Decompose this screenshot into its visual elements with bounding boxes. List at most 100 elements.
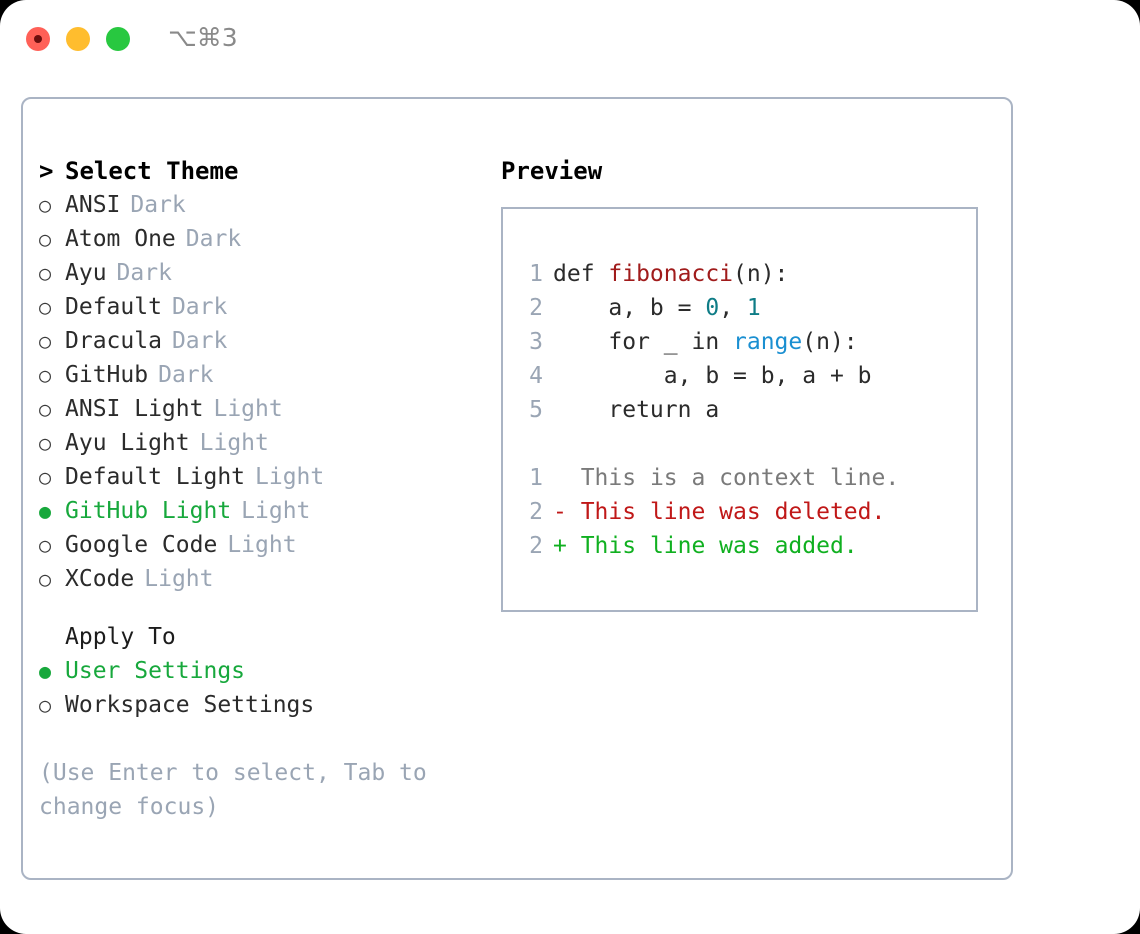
radio-unselected-icon: ○ bbox=[39, 329, 52, 353]
preview-heading: Preview bbox=[501, 157, 603, 185]
code-token: return a bbox=[553, 397, 720, 423]
theme-item-label: Default Light bbox=[65, 464, 246, 490]
line-number: 4 bbox=[529, 363, 543, 389]
diff-line: 2 + This line was added. bbox=[517, 529, 899, 563]
code-line: 1 def fibonacci(n): bbox=[517, 257, 899, 291]
theme-item-label: Default bbox=[65, 294, 162, 320]
theme-list-item[interactable]: ○ GitHub Dark bbox=[39, 358, 489, 392]
diff-text: This line was added. bbox=[566, 533, 858, 559]
radio-unselected-icon: ○ bbox=[39, 227, 52, 251]
code-token: a, b = b, a + b bbox=[553, 363, 872, 389]
recording-indicator-dot bbox=[34, 35, 42, 43]
keyboard-shortcut-label: ⌥⌘3 bbox=[168, 23, 238, 52]
radio-unselected-icon: ○ bbox=[39, 363, 52, 387]
line-number: 2 bbox=[529, 533, 543, 559]
theme-item-label: GitHub bbox=[65, 362, 149, 388]
radio-unselected-icon: ○ bbox=[39, 193, 52, 217]
diff-line: 2- This line was deleted. bbox=[517, 495, 899, 529]
title-bar: ⌥⌘3 bbox=[0, 0, 1140, 78]
theme-item-variant-tag: Dark bbox=[185, 226, 242, 252]
theme-item-label: ANSI bbox=[65, 192, 121, 218]
apply-to-option-label: Workspace Settings bbox=[65, 692, 315, 718]
theme-item-variant-tag: Dark bbox=[171, 294, 228, 320]
spacer bbox=[39, 596, 489, 620]
theme-item-variant-tag: Dark bbox=[116, 260, 172, 286]
code-token: (n): bbox=[733, 261, 789, 287]
radio-unselected-icon: ○ bbox=[39, 295, 52, 319]
theme-list-item[interactable]: ○ Atom One Dark bbox=[39, 222, 489, 256]
minimize-window-button[interactable] bbox=[66, 27, 90, 51]
theme-list-item[interactable]: ○ Default Dark bbox=[39, 290, 489, 324]
code-token: (n): bbox=[802, 329, 858, 355]
apply-to-option[interactable]: ○ Workspace Settings bbox=[39, 688, 489, 722]
spacer bbox=[39, 722, 489, 756]
apply-to-heading: Apply To bbox=[65, 624, 176, 650]
radio-unselected-icon: ○ bbox=[39, 465, 52, 489]
select-theme-title: Select Theme bbox=[65, 157, 239, 185]
code-line: 5 return a bbox=[517, 393, 899, 427]
theme-item-label: Atom One bbox=[65, 226, 176, 252]
theme-item-label: GitHub Light bbox=[65, 498, 232, 524]
selection-caret-icon: > bbox=[39, 157, 54, 185]
apply-to-list: ● User Settings ○ Workspace Settings bbox=[39, 654, 489, 722]
diff-text: This line was deleted. bbox=[566, 499, 886, 525]
theme-item-label: Google Code bbox=[65, 532, 218, 558]
theme-item-label: ANSI Light bbox=[65, 396, 204, 422]
code-token: 0 bbox=[705, 295, 720, 321]
select-theme-heading: > Select Theme bbox=[39, 154, 489, 188]
line-number: 2 bbox=[529, 295, 543, 321]
diff-line: 1 This is a context line. bbox=[517, 461, 899, 495]
line-number: 1 bbox=[529, 261, 543, 287]
theme-list-item[interactable]: ○ ANSI Dark bbox=[39, 188, 489, 222]
theme-list-item[interactable]: ○ Dracula Dark bbox=[39, 324, 489, 358]
radio-unselected-icon: ○ bbox=[39, 567, 52, 591]
keyboard-hint-text: (Use Enter to select, Tab to change focu… bbox=[39, 760, 427, 820]
diff-marker bbox=[553, 465, 567, 491]
line-number: 3 bbox=[529, 329, 543, 355]
code-blank-line bbox=[517, 427, 899, 461]
theme-item-variant-tag: Dark bbox=[130, 192, 186, 218]
code-token: def bbox=[553, 261, 609, 287]
code-token: fibonacci bbox=[608, 261, 734, 287]
line-number: 5 bbox=[529, 397, 543, 423]
line-number: 2 bbox=[529, 499, 543, 525]
code-token: a, b = bbox=[553, 295, 706, 321]
code-line: 2 a, b = 0, 1 bbox=[517, 291, 899, 325]
code-line: 4 a, b = b, a + b bbox=[517, 359, 899, 393]
radio-selected-icon: ● bbox=[39, 659, 52, 683]
code-token: range bbox=[733, 329, 803, 355]
code-line: 3 for _ in range(n): bbox=[517, 325, 899, 359]
theme-item-variant-tag: Dark bbox=[171, 328, 228, 354]
apply-to-option[interactable]: ● User Settings bbox=[39, 654, 489, 688]
diff-marker: + bbox=[553, 533, 567, 559]
radio-unselected-icon: ○ bbox=[39, 693, 52, 717]
radio-selected-icon: ● bbox=[39, 499, 52, 523]
theme-item-label: XCode bbox=[65, 566, 135, 592]
theme-item-variant-tag: Light bbox=[213, 396, 283, 422]
theme-item-label: Dracula bbox=[65, 328, 162, 354]
radio-unselected-icon: ○ bbox=[39, 397, 52, 421]
radio-unselected-icon: ○ bbox=[39, 533, 52, 557]
line-number: 1 bbox=[529, 465, 543, 491]
theme-list-item[interactable]: ○ ANSI Light Light bbox=[39, 392, 489, 426]
maximize-window-button[interactable] bbox=[106, 27, 130, 51]
diff-text: This is a context line. bbox=[566, 465, 900, 491]
code-token: for _ in bbox=[553, 329, 734, 355]
code-token: , bbox=[719, 295, 747, 321]
theme-item-variant-tag: Dark bbox=[158, 362, 214, 388]
apply-to-option-label: User Settings bbox=[65, 658, 246, 684]
theme-list-item[interactable]: ○ Default Light Light bbox=[39, 460, 489, 494]
theme-item-variant-tag: Light bbox=[255, 464, 325, 490]
